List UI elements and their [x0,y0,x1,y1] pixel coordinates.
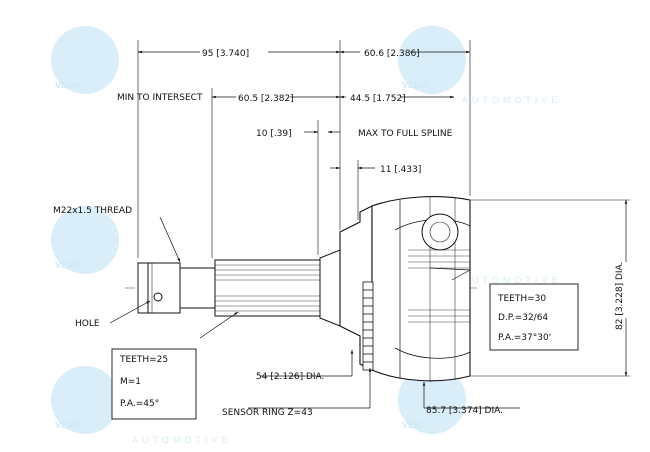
label-min-to-intersect: MIN TO INTERSECT [117,93,203,103]
spec-left-module: M=1 [120,377,141,387]
label-sensor-ring: SENSOR RING Z=43 [222,408,313,418]
spec-right-pressure-angle: P.A.=37°30' [498,333,551,343]
hole-mark [153,292,163,302]
spec-right-diametral-pitch: D.P.=32/64 [498,313,548,323]
dim-intersect-to-end: 44.5 [1.752] [350,94,406,104]
dim-seat-offset: 11 [.433] [380,165,421,175]
extension-lines [137,40,630,377]
spec-right-teeth: TEETH=30 [497,294,546,304]
spec-box-right [489,283,579,351]
dim-overall-length: 95 [3.740] [202,49,249,59]
label-max-to-full-spline: MAX TO FULL SPLINE [358,129,453,139]
watermark-brand-text: VEMA [55,80,82,90]
watermark-brand-text: VEMA [402,420,429,430]
watermark-top-right: VEMA AUTOMOTIVE [398,26,561,105]
watermark-sub-text: AUTOMOTIVE [462,275,561,285]
dim-outer-length: 60.6 [2.386] [364,49,420,59]
spec-left-teeth: TEETH=25 [119,355,168,365]
dim-bell-dia: 85.7 [3.374] DIA. [426,406,503,416]
watermark-sub-text: AUTOMOTIVE [132,435,231,445]
dim-outer-dia: 82 [3.228] DIA. [615,262,625,330]
shaft [137,249,341,327]
outer-bell [339,196,471,382]
watermark-mid-left: VEMA [51,206,119,274]
dim-shoulder-dia: 54 [2.126] DIA. [256,372,324,382]
label-thread: M22x1.5 THREAD [53,206,132,216]
spec-left-pressure-angle: P.A.=45° [120,399,159,409]
dim-min-to-intersect: 60.5 [2.382] [238,94,294,104]
watermark-bottom-right: VEMA [398,366,466,434]
dim-spline-gap: 10 [.39] [256,129,292,139]
spec-box-left [111,348,197,420]
leader-lines [109,216,520,409]
watermark-bottom-left: VEMA AUTOMOTIVE [51,366,231,445]
sensor-ring [362,281,374,371]
watermark-brand-text: VEMA [55,420,82,430]
watermark-sub-text: AUTOMOTIVE [462,95,561,105]
label-hole: HOLE [75,319,100,329]
watermark-brand-text: VEMA [402,80,429,90]
watermark-top-left: VEMA [51,26,119,94]
watermark-brand-text: VEMA [55,260,82,270]
dimension-lines [137,50,628,377]
